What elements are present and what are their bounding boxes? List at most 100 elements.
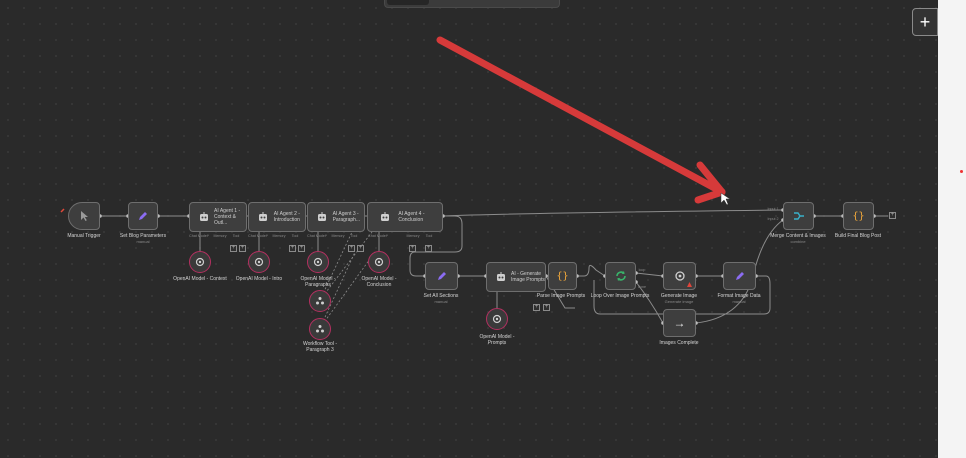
build-final-blog-post-label: Build Final Blog Post [834,233,882,239]
mouse-cursor [720,192,731,206]
workflow-icon [316,325,324,333]
openai-model-paragraphs-node[interactable] [307,251,329,273]
code-icon: {} [556,270,569,282]
workflow-tool-node-2[interactable] [309,318,331,340]
ai-agent-3-node[interactable]: AI Agent 3 - Paragraph... [307,202,365,232]
pencil-icon [132,205,154,227]
add-memory-button[interactable]: + [230,245,237,252]
set-blog-parameters-node[interactable] [128,202,158,230]
openai-model-intro-node[interactable] [248,251,270,273]
add-memory-button[interactable]: + [409,245,416,252]
robot-icon [376,206,394,228]
ai-agent-2-title: AI Agent 2 - Introduction [273,211,300,223]
status-dot [960,170,963,173]
openai-icon [669,265,691,287]
ai-agent-2-node[interactable]: AI Agent 2 - Introduction [248,202,306,232]
edge-loop-done [635,281,664,324]
parse-image-prompts-label: Parse Image Prompts [536,293,586,299]
edge-loop-gen [635,272,664,277]
workflow-canvas[interactable]: + [0,0,938,458]
openai-model-prompts-node[interactable] [486,308,508,330]
robot-icon [257,206,270,228]
workflow-icon [316,297,324,305]
openai-model-prompts-label: OpenAI Model - Prompts [479,334,515,346]
add-memory-button[interactable]: + [533,304,540,311]
pencil-icon [431,265,453,287]
set-all-sections-sub: manual [434,299,448,304]
agent4-chat-model-pin: Chat Model* [368,234,388,238]
add-next-node-button[interactable]: + [889,212,896,219]
format-image-data-node[interactable] [723,262,756,290]
loop-over-image-prompts-node[interactable] [605,262,636,290]
ai-generate-image-prompts-node[interactable]: AI - Generate Image Prompts [486,262,546,292]
images-complete-label: Images Complete [659,340,699,346]
add-memory-button[interactable]: + [348,245,355,252]
openai-model-intro-label: OpenAI Model - Intro [235,276,283,282]
format-image-data-label: Format Image Data [717,293,761,299]
ai-agent-1-title: AI Agent 1 - Context & Outl... [214,208,241,226]
code-icon: {} [852,210,865,222]
top-toggle-bar[interactable] [384,0,560,8]
edge-format-back [593,275,771,315]
agent2-chat-model-pin: Chat Model* [248,234,268,238]
images-complete-node[interactable]: → [663,309,696,337]
toggle-segment[interactable] [387,0,429,5]
add-tool-button[interactable]: + [543,304,550,311]
edge-agent4-merge [442,209,784,217]
merge-icon [788,205,810,227]
edge-dashed-3 [319,251,356,329]
generate-image-sub: Generate image [664,299,694,304]
add-memory-button[interactable]: + [289,245,296,252]
set-blog-parameters-label: Set Blog Parameters [119,233,167,239]
add-tool-button[interactable]: + [425,245,432,252]
openai-model-context-label: OpenAI Model - Context [173,276,227,282]
pencil-icon [729,265,751,287]
edge-dashed-1 [319,231,353,301]
manual-trigger-label: Manual Trigger [67,233,101,239]
agent1-memory-pin: Memory [213,234,227,238]
manual-trigger-node[interactable] [68,202,100,230]
input2-pin: Input 2 [767,217,779,221]
ai-agent-3-title: AI Agent 3 - Paragraph... [332,211,361,223]
loop-icon [610,265,632,287]
warning-icon [687,282,692,287]
add-node-button[interactable]: + [912,8,938,36]
openai-icon [254,257,264,267]
build-final-blog-post-node[interactable]: {} [843,202,874,230]
openai-model-conclusion-label: OpenAI Model - Conclusion [361,276,397,288]
agent2-tool-pin: Tool [291,234,299,238]
edge-agent4-setall [409,215,463,277]
generate-image-node[interactable] [663,262,696,290]
merge-content-images-label: Merge Content & Images [770,233,826,239]
edge-parse-loop [577,264,606,277]
robot-icon [495,266,507,288]
add-tool-button[interactable]: + [298,245,305,252]
set-all-sections-node[interactable] [425,262,458,290]
pointer-icon [73,205,95,227]
agent3-tool-pin: Tool [350,234,358,238]
agent4-memory-pin: Memory [406,234,420,238]
arrow-right-icon: → [673,316,686,330]
ai-agent-1-node[interactable]: AI Agent 1 - Context & Outl... [189,202,247,232]
openai-icon [374,257,384,267]
done-pin: done [638,285,646,289]
parse-image-prompts-node[interactable]: {} [548,262,577,290]
openai-icon [313,257,323,267]
add-tool-button[interactable]: + [357,245,364,252]
input1-pin: Input 1 [767,207,779,211]
openai-model-conclusion-node[interactable] [368,251,390,273]
ai-agent-4-node[interactable]: AI Agent 4 - Conclusion [367,202,443,232]
agent3-chat-model-pin: Chat Model* [307,234,327,238]
agent1-tool-pin: Tool [232,234,240,238]
annotation-arrow [436,36,726,204]
agent4-tool-pin: Tool [425,234,433,238]
add-tool-button[interactable]: + [239,245,246,252]
workflow-tool-node[interactable] [309,290,331,312]
openai-icon [195,257,205,267]
openai-model-context-node[interactable] [189,251,211,273]
loop-over-image-prompts-label: Loop Over Image Prompts [590,293,650,299]
generate-image-label: Generate Image [660,293,698,299]
ai-agent-4-title: AI Agent 4 - Conclusion [398,211,425,223]
openai-model-paragraphs-label: OpenAI Model - Paragraphs [300,276,336,288]
merge-content-images-node[interactable] [783,202,814,230]
